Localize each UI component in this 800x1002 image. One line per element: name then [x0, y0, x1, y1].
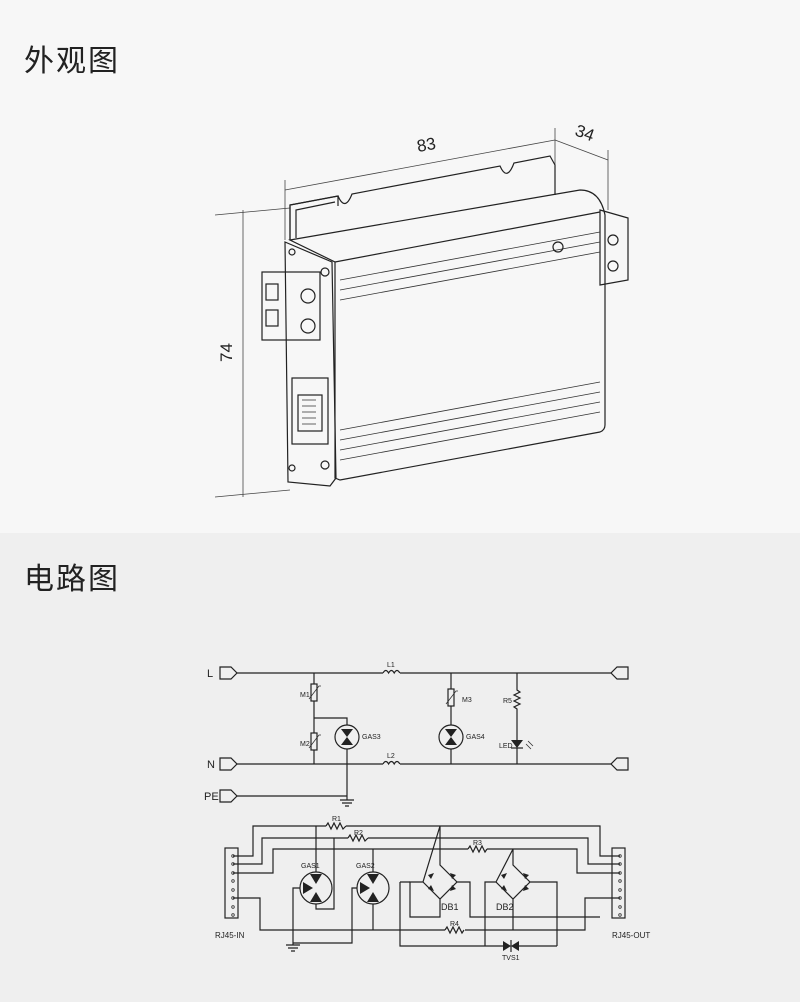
label-GAS1: GAS1	[301, 863, 320, 870]
label-GAS3: GAS3	[362, 734, 381, 741]
label-DB2: DB2	[496, 902, 514, 912]
signal-circuit: RJ45-IN RJ45-OUT R1 R2 R3 R4 GAS1 GAS2 D…	[215, 816, 650, 962]
label-GAS2: GAS2	[356, 863, 375, 870]
label-R4: R4	[450, 921, 459, 928]
label-L1: L1	[387, 662, 395, 669]
label-R1: R1	[332, 816, 341, 823]
label-M2: M2	[300, 741, 310, 748]
label-M3: M3	[462, 697, 472, 704]
label-rj45-in: RJ45-IN	[215, 931, 245, 940]
label-rj45-out: RJ45-OUT	[612, 931, 650, 940]
dimension-lines	[214, 128, 609, 498]
label-L2: L2	[387, 753, 395, 760]
terminal-L: L	[207, 668, 213, 680]
rear-mounting-flange	[289, 155, 556, 240]
terminal-PE: PE	[204, 791, 219, 803]
appearance-section	[0, 0, 800, 533]
label-TVS1: TVS1	[502, 955, 520, 962]
right-mounting-flange	[599, 209, 629, 286]
rj45-port	[291, 377, 329, 445]
front-plate	[284, 241, 337, 487]
label-R5: R5	[503, 698, 512, 705]
label-DB1: DB1	[441, 902, 459, 912]
appearance-title: 外观图	[24, 44, 120, 79]
label-M1: M1	[300, 692, 310, 699]
dimension-height: 74	[217, 343, 236, 362]
circuit-title: 电路图	[24, 562, 120, 597]
terminal-N: N	[207, 759, 215, 771]
power-circuit: L N PE L1 L2 M1 M2 GAS3 M3 GAS4 R5 LED	[204, 662, 629, 807]
housing	[288, 189, 606, 481]
label-R3: R3	[473, 840, 482, 847]
label-GAS4: GAS4	[466, 734, 485, 741]
label-R2: R2	[354, 830, 363, 837]
label-LED: LED	[499, 743, 513, 750]
product-drawing: 83 34 74	[214, 121, 629, 498]
dimension-width: 83	[415, 134, 437, 156]
terminal-block	[261, 271, 321, 341]
